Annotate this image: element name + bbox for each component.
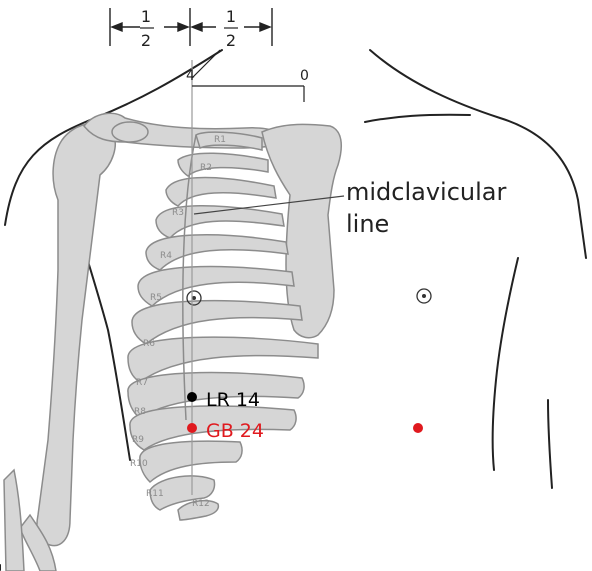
rib-label-r12: R12 [192,499,210,509]
rib-label-r6: R6 [143,339,155,349]
fraction-right-num: 1 [226,7,236,26]
rib-label-r7: R7 [136,378,148,388]
midclavicular-label-line1: midclavicular [346,178,507,206]
fraction-right-den: 2 [226,31,236,50]
rib-label-r8: R8 [134,407,146,417]
scale-end-label: 0 [300,68,309,84]
fraction-left-num: 1 [141,7,151,26]
rib-label-r2: R2 [200,163,212,173]
rib-label-r1: R1 [214,135,226,145]
acupoint-gb24-dot [187,423,197,433]
rib-label-r4: R4 [160,251,172,261]
rib-label-r5: R5 [150,293,162,303]
rib-label-r9: R9 [132,435,144,445]
acupoint-gb24-label: GB 24 [206,420,264,442]
rib-label-r11: R11 [146,489,164,499]
measurement-bar [110,8,304,102]
scale-start-label: 4 [186,68,195,84]
rib-label-r10: R10 [130,459,148,469]
acupoint-gb24-right-dot [413,423,423,433]
fraction-left-den: 2 [141,31,151,50]
humerus [4,124,115,571]
acupoint-lr14-label: LR 14 [206,389,260,411]
midclavicular-label-line2: line [346,210,389,238]
measurement-labels: 1 2 1 2 4 0 [140,7,309,84]
rib-label-r3: R3 [172,208,184,218]
acupoint-lr14-dot [187,392,197,402]
